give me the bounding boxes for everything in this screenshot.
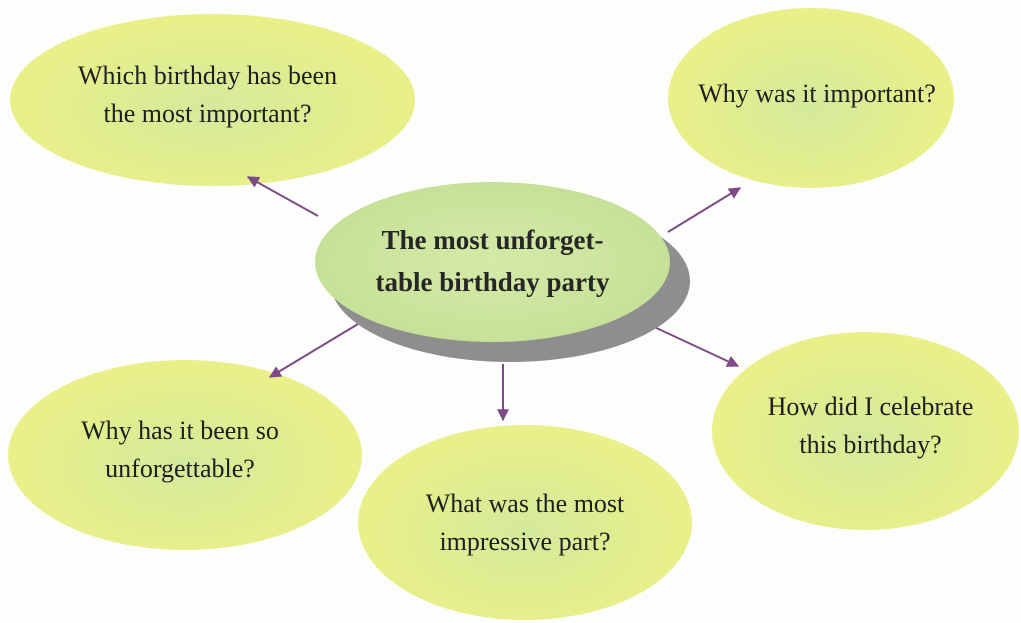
bubble-why-unforgettable: Why has it been so unforgettable? bbox=[8, 360, 362, 550]
central-topic-bubble: The most unforget- table birthday party bbox=[315, 182, 670, 342]
bubble-most-impressive-part: What was the most impressive part? bbox=[358, 425, 692, 620]
bubble-most-important-birthday: Which birthday has been the most importa… bbox=[10, 14, 415, 186]
bubble-text-line: Why has it been so bbox=[81, 416, 279, 446]
bubble-text-line: impressive part? bbox=[439, 526, 611, 556]
bubble-text-line: Why was it important? bbox=[698, 79, 936, 109]
bubble-why-important: Why was it important? bbox=[668, 8, 954, 188]
arrow-to-top-right bbox=[667, 187, 742, 233]
central-topic-line: table birthday party bbox=[375, 267, 610, 297]
bubble-text-line: What was the most bbox=[425, 488, 625, 518]
bubble-text-line: the most important? bbox=[103, 99, 312, 128]
bubble-how-celebrated: How did I celebrate this birthday? bbox=[712, 332, 1019, 530]
bubble-text-line: Which birthday has been bbox=[77, 61, 338, 91]
central-topic-line: The most unforget- bbox=[381, 225, 604, 256]
arrow-to-bottom-left bbox=[268, 320, 364, 378]
bubble-text-line: this birthday? bbox=[799, 430, 942, 459]
bubble-text-line: How did I celebrate bbox=[767, 392, 974, 422]
arrow-to-bottom-right bbox=[649, 324, 740, 367]
bubble-text-line: unforgettable? bbox=[105, 454, 255, 483]
